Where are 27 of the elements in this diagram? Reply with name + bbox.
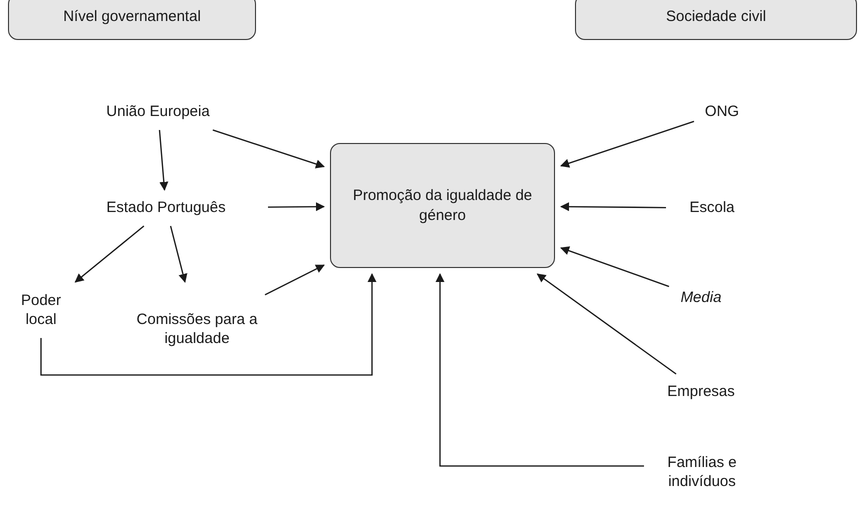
- node-label: Poder local: [20, 290, 62, 330]
- node-label: Empresas: [667, 382, 735, 402]
- node-label: ONG: [704, 102, 740, 122]
- node-label: Comissões para a igualdade: [136, 310, 258, 348]
- arrow: [264, 264, 325, 296]
- arrow: [436, 273, 644, 467]
- arrow: [560, 120, 694, 168]
- node-label: Media: [680, 288, 722, 308]
- node-label: União Europeia: [106, 102, 210, 122]
- arrow: [536, 273, 676, 375]
- label-box: [330, 143, 555, 268]
- box-text: Nível governamental: [63, 7, 201, 27]
- arrow: [268, 202, 325, 212]
- box-text: Sociedade civil: [666, 7, 766, 27]
- node-label: Famílias e indivíduos: [666, 452, 738, 492]
- arrow: [560, 246, 670, 288]
- arrow: [170, 226, 188, 283]
- arrow: [40, 273, 376, 376]
- arrow: [560, 202, 666, 212]
- box-text: Promoção da igualdade de género: [352, 186, 534, 225]
- arrow: [74, 226, 144, 283]
- label-box: [575, 0, 857, 40]
- arrow: [158, 130, 168, 191]
- node-label: Escola: [689, 198, 735, 218]
- label-box: [8, 0, 256, 40]
- arrow: [212, 129, 325, 168]
- node-label: Estado Português: [106, 198, 226, 218]
